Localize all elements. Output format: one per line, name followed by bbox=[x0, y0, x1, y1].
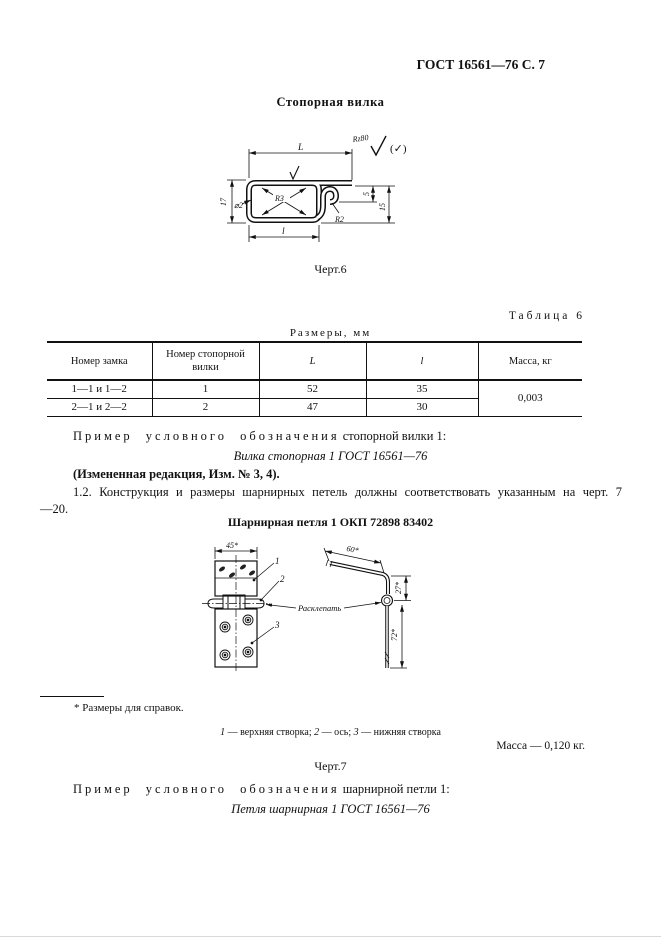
hinge-mass-note: Масса — 0,120 кг. bbox=[496, 740, 585, 752]
table-header-row: Номер замка Номер стопорной вилки L l Ма… bbox=[47, 342, 582, 380]
dim-L: L bbox=[248, 143, 353, 180]
dimensions-table: Номер замка Номер стопорной вилки L l Ма… bbox=[47, 341, 582, 417]
legend-num-1: 1 bbox=[220, 727, 226, 738]
col-l: l bbox=[365, 342, 478, 380]
col-L: L bbox=[258, 342, 366, 380]
roughness-mark-icon: Rz80 (✓) bbox=[351, 133, 407, 157]
col-fork-number: Номер стопорной вилки bbox=[151, 342, 259, 380]
rivet-note-label: Расклепать bbox=[297, 603, 341, 613]
dim-27: 27* bbox=[391, 575, 411, 601]
callout-3-label: 3 bbox=[274, 620, 280, 630]
dim-wire-label: ⌀2 bbox=[234, 201, 243, 210]
table6-label: Таблица 6 bbox=[508, 310, 585, 322]
example-intro: Пример условного обозначения bbox=[73, 429, 340, 443]
rivet-annotation: Расклепать bbox=[265, 601, 382, 613]
dim-wire-diameter: ⌀2 bbox=[234, 199, 252, 210]
dim-17-label: 17 bbox=[219, 197, 228, 206]
legend-num-2: 2 bbox=[314, 727, 320, 738]
dim-L-label: L bbox=[297, 143, 303, 153]
legend-text-1: — верхняя створка; bbox=[225, 727, 315, 738]
cell-fork-no: 2 bbox=[151, 398, 259, 417]
footnote-text: * Размеры для справок. bbox=[74, 702, 184, 714]
clause-1-2: 1.2. Конструкция и размеры шарнирных пет… bbox=[40, 485, 622, 516]
dim-72: 72* bbox=[390, 605, 407, 669]
callout-1-label: 1 bbox=[275, 556, 280, 566]
dim-60-label: 60* bbox=[346, 544, 360, 555]
cell-L: 47 bbox=[258, 398, 366, 417]
cell-l: 30 bbox=[365, 398, 478, 417]
hinge-example-paragraph: Пример условного обозначения шарнирной п… bbox=[40, 782, 622, 797]
amendment-note: (Измененная редакция, Изм. № 3, 4). bbox=[73, 467, 280, 481]
hinge-section-title: Шарнирная петля 1 ОКП 72898 83402 bbox=[227, 515, 434, 529]
upper-leaf-holes bbox=[219, 564, 255, 578]
hinge-drawing: 45* 1 2 3 bbox=[202, 541, 411, 673]
table-row: 2—1 и 2—2 2 47 30 bbox=[47, 398, 582, 417]
dim-72-label: 72* bbox=[390, 629, 399, 641]
dim-17: 17 bbox=[219, 179, 246, 224]
dim-45-label: 45* bbox=[226, 541, 238, 550]
example-object: стопорной вилки 1: bbox=[342, 429, 447, 443]
example-object: шарнирной петли 1: bbox=[342, 782, 450, 796]
figure7-legend: 1 — верхняя створка; 2 — ось; 3 — нижняя… bbox=[0, 727, 661, 738]
page-header: ГОСТ 16561—76 С. 7 bbox=[416, 57, 545, 72]
fork-drawing: Rz80 (✓) L l bbox=[219, 133, 407, 242]
dim-45: 45* bbox=[214, 541, 258, 559]
fork-designation: Вилка стопорная 1 ГОСТ 16561—76 bbox=[233, 449, 428, 463]
cell-l: 35 bbox=[365, 380, 478, 399]
dim-r2-label: R2 bbox=[334, 215, 344, 224]
cell-mass: 0,003 bbox=[477, 380, 582, 417]
legend-text-3: — нижняя створка bbox=[358, 727, 441, 738]
legend-text-2: — ось; bbox=[319, 727, 354, 738]
col-lock-number: Номер замка bbox=[70, 355, 128, 367]
footnote-rule bbox=[40, 696, 104, 697]
cell-lock: 2—1 и 2—2 bbox=[47, 398, 152, 417]
callouts: 1 2 3 bbox=[250, 556, 285, 645]
dim-l: l bbox=[248, 225, 320, 242]
roughness-label: Rz80 bbox=[351, 133, 369, 144]
callout-2-label: 2 bbox=[280, 574, 285, 584]
dim-l-label: l bbox=[282, 227, 285, 237]
figure7-caption: Черт.7 bbox=[314, 759, 347, 773]
fork-wire-body bbox=[246, 165, 352, 223]
dim-27-label: 27* bbox=[394, 582, 403, 594]
dim-r3: R3 bbox=[261, 187, 307, 216]
table-row: 1—1 и 1—2 1 52 35 0,003 bbox=[47, 380, 582, 417]
cell-L: 52 bbox=[258, 380, 366, 399]
roughness-alt-label: (✓) bbox=[390, 143, 407, 155]
lower-leaf-rivets bbox=[219, 614, 254, 661]
figure6-caption: Черт.6 bbox=[314, 262, 347, 276]
cell-fork-no: 1 bbox=[151, 380, 259, 399]
dim-60: 60* bbox=[323, 544, 385, 574]
cell-lock: 1—1 и 1—2 bbox=[47, 380, 152, 399]
table6-units-caption: Размеры, мм bbox=[289, 327, 372, 339]
dim-5-15: 5 15 bbox=[321, 185, 395, 224]
fork-section-title: Стопорная вилка bbox=[276, 95, 385, 109]
dim-5-label: 5 bbox=[362, 192, 371, 196]
dim-r2: R2 bbox=[331, 202, 344, 224]
dim-r3-label: R3 bbox=[274, 194, 284, 203]
fork-example-paragraph: Пример условного обозначения стопорной в… bbox=[40, 429, 622, 444]
example-intro: Пример условного обозначения bbox=[73, 782, 340, 796]
dim-15-label: 15 bbox=[378, 203, 387, 211]
legend-num-3: 3 bbox=[353, 727, 359, 738]
hinge-front-view: 45* 1 2 3 bbox=[202, 541, 285, 673]
hinge-designation: Петля шарнирная 1 ГОСТ 16561—76 bbox=[231, 802, 430, 816]
hinge-side-view: 60* 27* 72* bbox=[323, 544, 411, 669]
col-mass: Масса, кг bbox=[477, 342, 582, 380]
